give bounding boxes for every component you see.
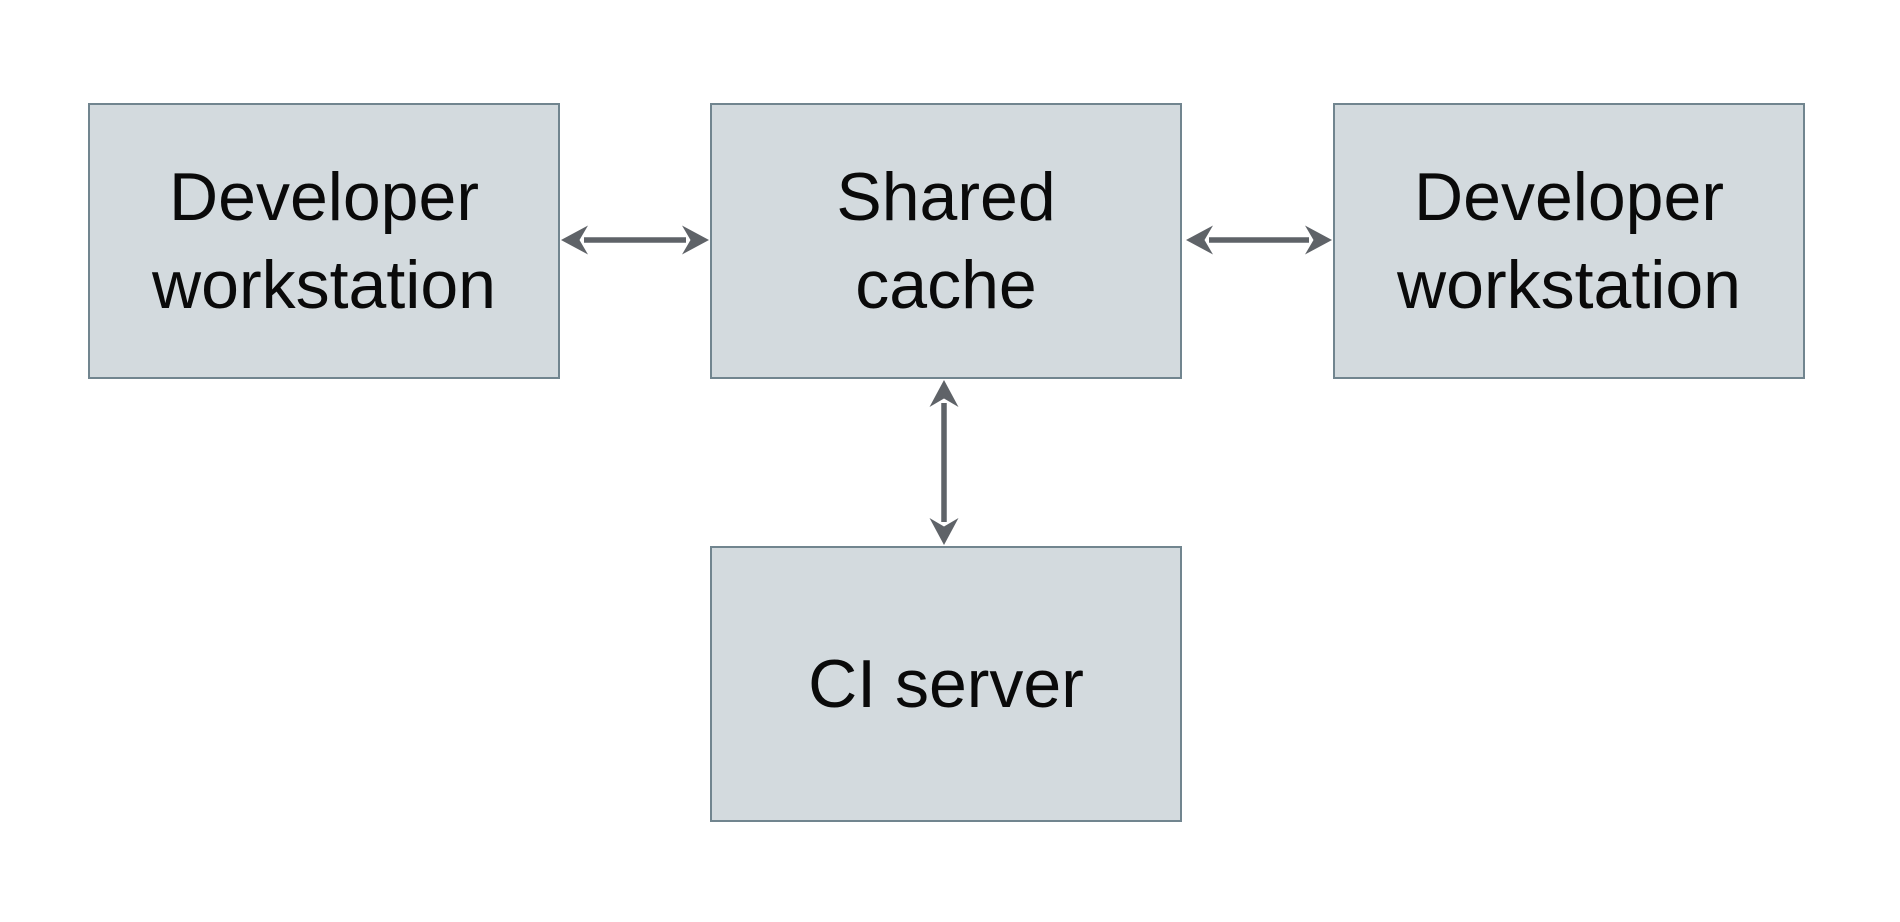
node-label-line: Developer bbox=[169, 159, 479, 235]
bidirectional-arrow-shared-cache-dev-right bbox=[1186, 225, 1332, 255]
node-developer-workstation-left: Developer workstation bbox=[88, 103, 560, 379]
node-label-line: cache bbox=[855, 247, 1037, 323]
arrowhead-up bbox=[929, 380, 959, 407]
node-label-line: workstation bbox=[152, 247, 496, 323]
arrowhead-left bbox=[1186, 225, 1213, 255]
node-developer-workstation-right: Developer workstation bbox=[1333, 103, 1805, 379]
node-shared-cache: Shared cache bbox=[710, 103, 1182, 379]
arrowhead-right bbox=[1305, 225, 1332, 255]
node-label-line: workstation bbox=[1397, 247, 1741, 323]
arrowhead-left bbox=[561, 225, 588, 255]
bidirectional-arrow-shared-cache-ci-server bbox=[929, 380, 959, 545]
arrowhead-down bbox=[929, 518, 959, 545]
arrowhead-right bbox=[682, 225, 709, 255]
node-label-line: Shared bbox=[836, 159, 1056, 235]
node-label-line: Developer bbox=[1414, 159, 1724, 235]
bidirectional-arrow-dev-left-shared-cache bbox=[561, 225, 709, 255]
node-ci-server: CI server bbox=[710, 546, 1182, 822]
node-label-line: CI server bbox=[808, 646, 1084, 722]
